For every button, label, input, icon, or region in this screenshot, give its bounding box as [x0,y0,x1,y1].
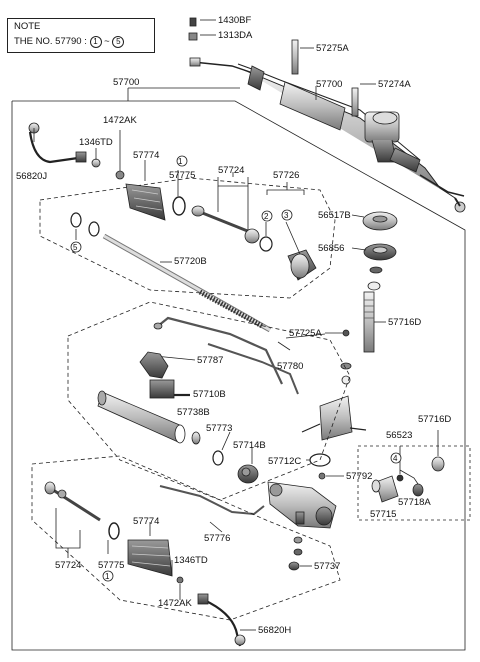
label-57700: 57700 [113,77,140,88]
steering-gear-assembly [188,17,466,213]
circle-2 [261,210,273,222]
label-1346TD-lower: 1346TD [174,555,208,566]
small-parts-frame [357,445,471,521]
circle-2-text: 2 [264,212,269,221]
label-57275A: 57275A [316,43,349,54]
label-57780: 57780 [277,361,304,372]
label-56820J: 56820J [16,171,48,182]
label-57738B: 57738B [177,407,210,418]
pipe-57776 [159,485,265,516]
label-57774-lower: 57774 [133,516,160,527]
label-56517B: 56517B [318,210,351,221]
circle-4 [390,452,402,464]
label-57274A: 57274A [378,79,411,90]
label-56523: 56523 [386,430,413,441]
label-57715: 57715 [370,509,397,520]
circle-1-lower [102,570,114,582]
pipe-57780 [207,343,299,395]
boot-lower [127,539,173,577]
assembly-frame [11,100,466,651]
circle-number-1: 1 [89,36,102,48]
label-57737: 57737 [314,561,341,572]
label-57725A: 57725A [289,328,322,339]
label-57774-upper: 57774 [133,150,160,161]
label-57787: 57787 [197,355,224,366]
note-box: NOTE THE NO. 57790 : 1 ~ 5 [7,18,155,53]
rack-housing-tube [97,379,186,444]
pinion-housing [301,395,367,441]
plug-57715 [375,475,399,503]
label-57718A: 57718A [398,497,431,508]
boot-upper [125,183,166,221]
label-57792: 57792 [346,471,373,482]
note-range-separator: ~ [104,36,110,47]
label-57716D-mid: 57716D [388,317,422,328]
inner-tie-rod-upper [191,205,260,244]
label-57724-lower: 57724 [55,560,82,571]
label-57775-lower: 57775 [98,560,125,571]
housing-group-frame [67,301,351,501]
bushing-57714B [237,464,259,484]
circle-5-text: 5 [73,243,78,252]
circle-1-lower-text: 1 [105,572,110,581]
rack-bushing [287,249,317,281]
label-57716D-right: 57716D [418,414,452,425]
note-prefix: THE NO. 57790 : [14,36,87,47]
label-57700-top: 57700 [316,79,343,90]
steering-rack [102,233,272,333]
label-57710B: 57710B [193,389,226,400]
seal-56856 [363,243,397,261]
label-1430BF: 1430BF [218,15,252,26]
tie-rod-end-lower [197,593,246,647]
label-57773: 57773 [206,423,233,434]
bearing-56517B [362,211,398,231]
circle-4-text: 4 [393,454,398,463]
label-57720B: 57720B [174,256,207,267]
lower-boot-frame [31,455,341,621]
label-56856: 56856 [318,243,345,254]
boot-group-frame [39,177,336,299]
gasket-57712C [309,453,331,467]
label-57775-upper: 57775 [169,170,196,181]
label-1472AK-upper: 1472AK [103,115,137,126]
circle-3 [281,209,293,221]
label-56820H: 56820H [258,625,292,636]
valve-body [267,481,337,529]
circled-callouts [70,155,402,582]
label-1472AK-lower: 1472AK [158,598,192,609]
label-1313DA: 1313DA [218,30,253,41]
note-text: THE NO. 57790 : 1 ~ 5 [14,36,125,48]
circle-1-upper-text: 1 [178,157,183,166]
pinion-shaft [363,291,375,353]
circle-5 [70,241,82,253]
label-1346TD-upper: 1346TD [79,137,113,148]
circle-1-upper [176,155,188,167]
label-57726: 57726 [273,170,300,181]
label-57714B: 57714B [233,440,266,451]
note-title: NOTE [14,21,41,32]
label-57712C: 57712C [268,456,302,467]
label-57776: 57776 [204,533,231,544]
circle-3-text: 3 [284,211,289,220]
pipe-57787 [153,316,283,385]
circle-number-5: 5 [112,36,125,48]
inner-tie-rod-lower [44,481,101,522]
label-57724-upper: 57724 [218,165,245,176]
